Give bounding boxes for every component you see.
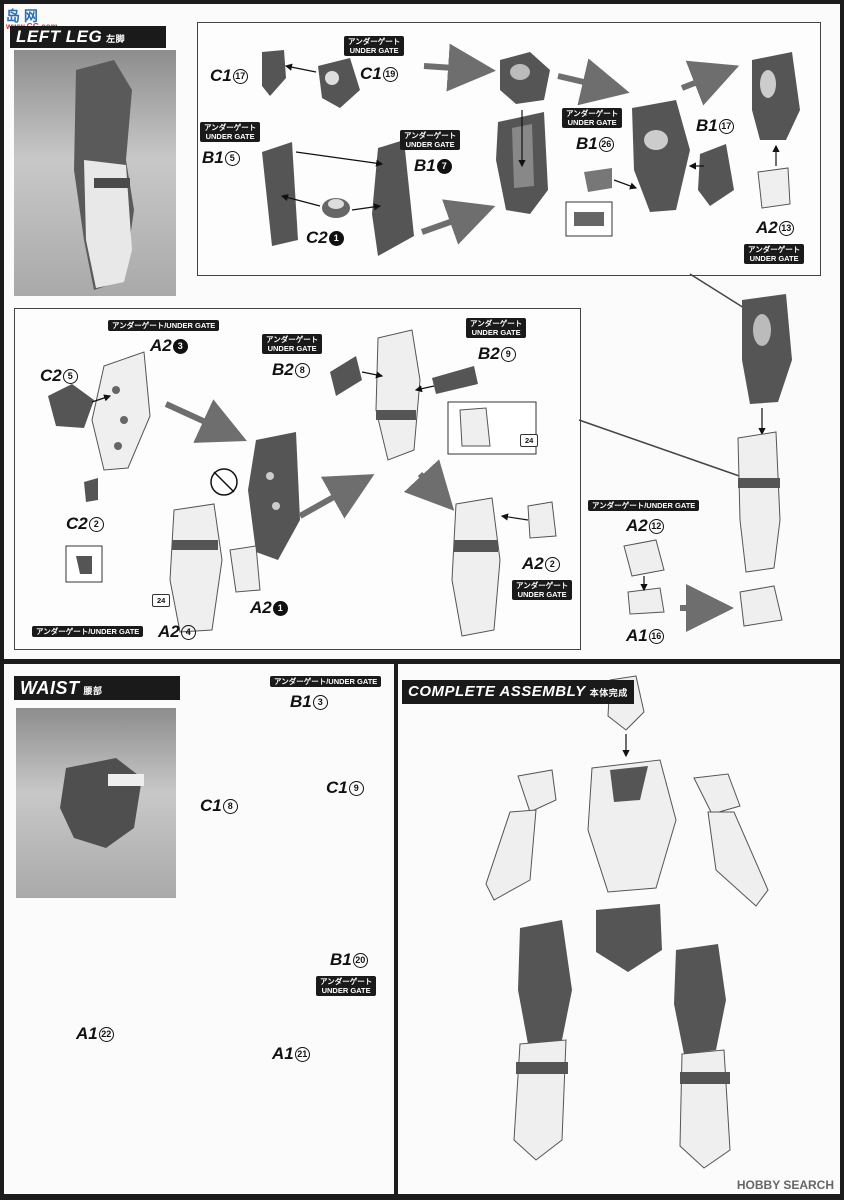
- waist-title: WAIST: [20, 678, 80, 698]
- gate-a2-12: アンダーゲート/UNDER GATE: [588, 500, 700, 511]
- part-a2-4: [169, 503, 223, 633]
- part-c2-2: [84, 478, 98, 502]
- left-leg-subtitle: 左脚: [106, 34, 126, 44]
- left-leg-title: LEFT LEG: [16, 27, 103, 46]
- left-leg-reference-photo: [14, 50, 176, 296]
- gate-a2-3: アンダーゲート/UNDER GATE: [108, 320, 220, 331]
- part-a2-13: [757, 167, 791, 209]
- part-a2-2: [527, 501, 557, 539]
- part-knee-assembly: [632, 100, 690, 212]
- ref-page-24-b: 24: [152, 594, 171, 607]
- gate-b1-3: アンダーゲート/UNDER GATE: [270, 676, 382, 687]
- part-assembled-upper-leg: [742, 294, 792, 404]
- part-a2-3: [91, 351, 151, 471]
- part-c1-17: [262, 50, 286, 96]
- leg-photo-silhouette: [74, 60, 134, 290]
- part-assembled-lower-leg: [737, 431, 781, 573]
- complete-assembly-subtitle: 本体完成: [589, 688, 628, 698]
- part-b2-8: [330, 356, 362, 396]
- part-b1-17-plate: [698, 144, 734, 206]
- part-a2-1-inner: [248, 432, 300, 560]
- waist-reference-photo: [16, 708, 176, 898]
- part-lower-shin-dark: [752, 52, 800, 140]
- part-b1-7: [372, 140, 414, 256]
- part-shin-with-a2-2: [451, 497, 501, 637]
- part-b1-5: [262, 142, 298, 246]
- waist-subtitle: 腰部: [83, 686, 103, 696]
- part-a2-12: [623, 539, 665, 577]
- watermark-site-logo: 岛 网: [6, 8, 38, 24]
- waist-photo-silhouette: [60, 758, 144, 848]
- part-leg-upper-shell: [500, 52, 550, 104]
- part-a2-1-sprue: [229, 545, 261, 593]
- gate-a2-4: アンダーゲート/UNDER GATE: [32, 626, 144, 637]
- part-a1-16: [627, 587, 665, 615]
- part-knee-shin-assembly: [375, 329, 421, 461]
- part-c2-5: [48, 384, 94, 428]
- complete-assembly-title: COMPLETE ASSEMBLY: [408, 683, 586, 700]
- figure-complete-body: [485, 675, 769, 1169]
- watermark-footer: HOBBY SEARCH: [736, 1178, 834, 1192]
- no-cut-icon: [210, 468, 238, 496]
- part-b2-9: [432, 366, 478, 394]
- ref-page-24-a: 24: [520, 434, 539, 447]
- part-c2-1: [322, 198, 350, 218]
- part-b1-26: [584, 168, 612, 192]
- part-c1-19: [318, 58, 360, 108]
- part-a1-16-foot: [739, 585, 783, 627]
